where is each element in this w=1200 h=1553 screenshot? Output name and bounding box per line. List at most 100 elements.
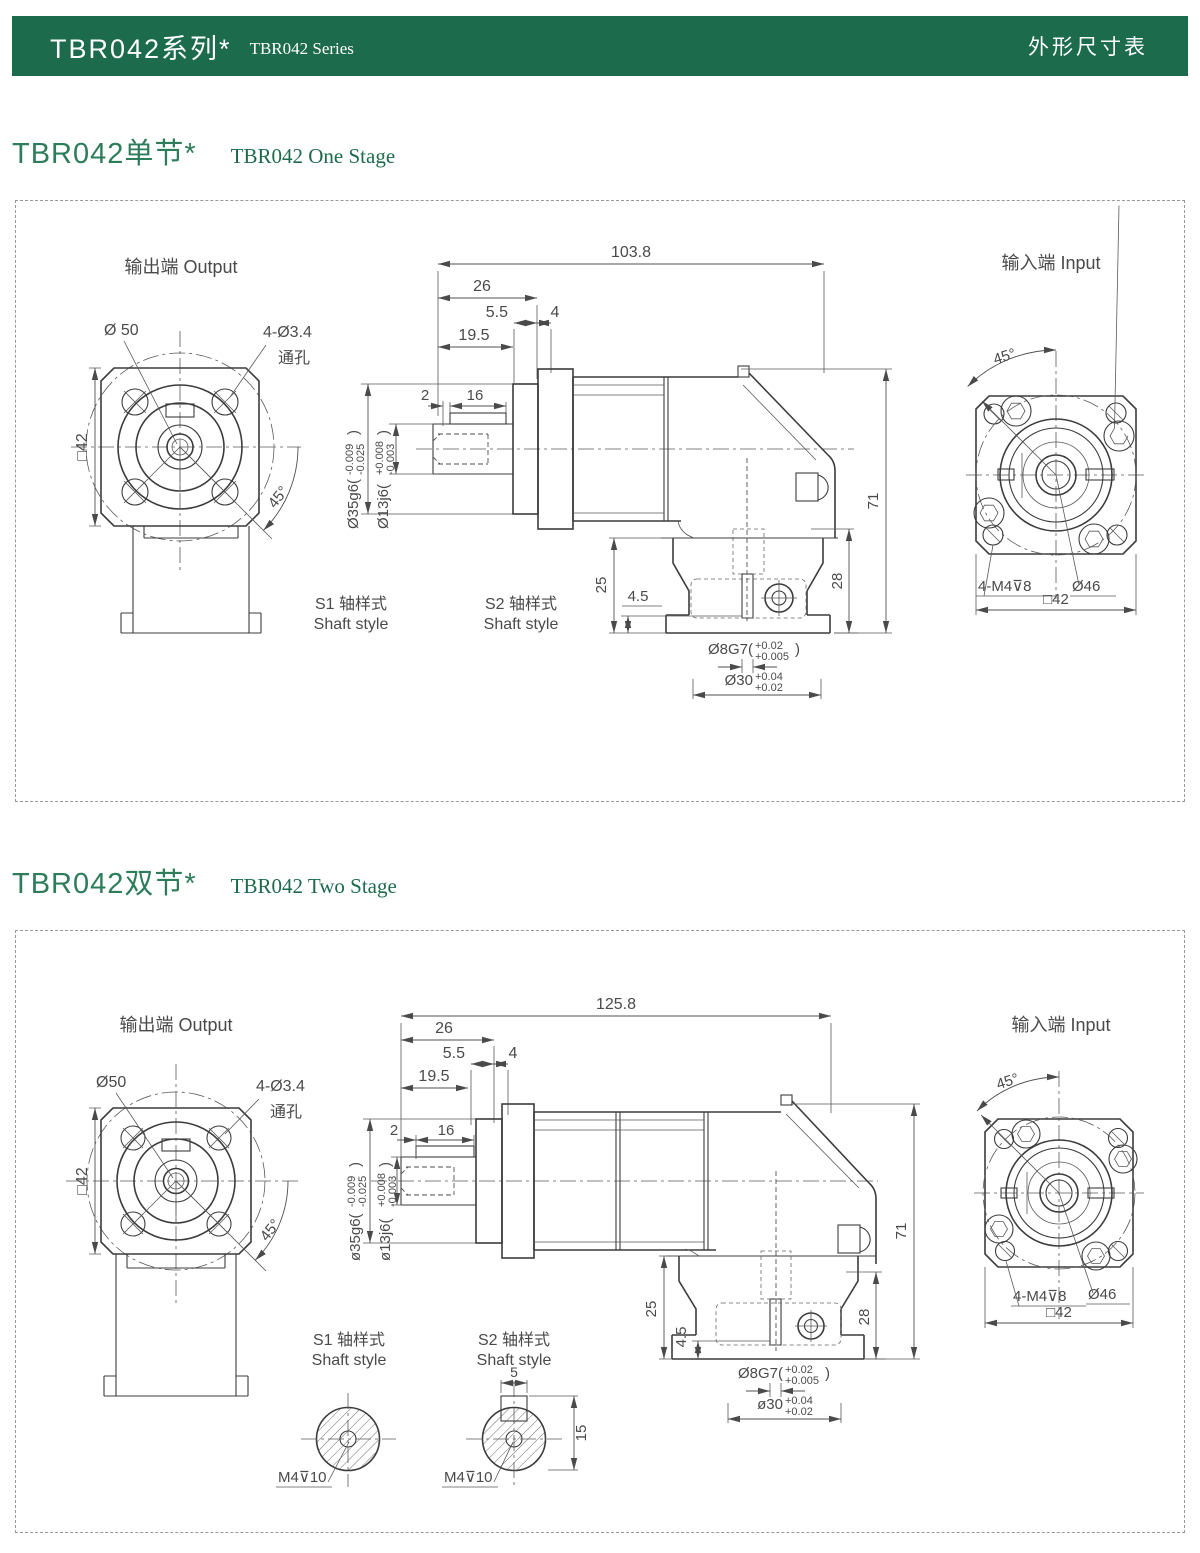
two-stage-drawing: 输出端 Output Ø50 4-Ø3.4 通孔 □42 <box>66 996 1144 1488</box>
header-dimension-table-label: 外形尺寸表 <box>1028 36 1148 59</box>
s2-shaft-style-en: Shaft style <box>484 616 559 633</box>
output-label: 输出端 Output <box>124 257 237 277</box>
dim-total-length: 125.8 <box>596 996 636 1013</box>
dim-16: 16 <box>438 1122 455 1139</box>
svg-text:Ø30: Ø30 <box>725 672 753 689</box>
dim-71: 71 <box>893 1223 910 1240</box>
output-label: 输出端 Output <box>119 1015 232 1035</box>
one-stage-panel: 输出端 Output Ø 50 4-Ø3.4 通孔 □42 <box>15 200 1185 802</box>
dim-input-dia46: Ø46 <box>1088 1286 1116 1303</box>
dim-bore-dia8-tol: Ø8G7( +0.02 +0.005 ) <box>708 640 800 663</box>
s2-shaft-style-en: Shaft style <box>477 1352 552 1369</box>
s2-shaft-style-zh: S2 轴样式 <box>478 1331 550 1349</box>
two-side-view: 125.8 26 5.5 4 19.5 2 16 ø35g6( <box>346 996 920 1423</box>
dim-output-holes-thru: 通孔 <box>278 349 310 367</box>
s2-tap-label: M4⊽10 <box>444 1469 493 1486</box>
svg-text:-0.009: -0.009 <box>344 444 356 475</box>
dim-output-angle45: 45° <box>257 1216 284 1244</box>
svg-text:+0.005: +0.005 <box>785 1375 819 1387</box>
dim-shaft-dia13-tol: Ø13j6( +0.008 -0.003 ) <box>374 430 397 529</box>
dim-shaft-dia35-tol: Ø35g6( -0.009 -0.025 ) <box>344 430 367 529</box>
svg-text:): ) <box>375 430 392 435</box>
svg-text:Ø35g6(: Ø35g6( <box>345 479 362 529</box>
series-title-zh: TBR042系列* <box>50 33 232 64</box>
dim-2: 2 <box>390 1122 398 1139</box>
header-bar: TBR042系列* TBR042 Series 外形尺寸表 <box>12 16 1188 76</box>
two-stage-panel: 输出端 Output Ø50 4-Ø3.4 通孔 □42 <box>15 930 1185 1533</box>
one-input-front-view: 输入端 Input 4 <box>966 205 1146 615</box>
svg-text:ø13j6(: ø13j6( <box>377 1218 394 1261</box>
svg-text:+0.02: +0.02 <box>785 1406 813 1418</box>
svg-text:+0.008: +0.008 <box>376 1173 388 1207</box>
dim-input-dia46: Ø46 <box>1072 578 1100 595</box>
dim-output-holes: 4-Ø3.4 <box>256 1078 305 1095</box>
series-title-en: TBR042 Series <box>249 39 354 58</box>
dim-output-square42: □42 <box>74 433 91 461</box>
dim-input-screws: 4-M4⊽8 <box>1013 1288 1067 1305</box>
two-stage-heading-en: TBR042 Two Stage <box>230 874 397 898</box>
svg-text:+0.04: +0.04 <box>785 1395 813 1407</box>
svg-text:): ) <box>795 641 800 658</box>
dim-output-angle45: 45° <box>265 483 292 511</box>
dim-key-width: 5 <box>510 1364 518 1380</box>
svg-text:Ø8G7(: Ø8G7( <box>708 641 753 658</box>
dim-output-square42: □42 <box>74 1167 91 1195</box>
svg-text:ø35g6(: ø35g6( <box>347 1213 364 1261</box>
dim-4-5: 4.5 <box>673 1327 690 1348</box>
two-stage-heading: TBR042双节* TBR042 Two Stage <box>12 860 397 906</box>
one-stage-drawing: 输出端 Output Ø 50 4-Ø3.4 通孔 □42 <box>71 205 1146 699</box>
dim-28: 28 <box>856 1309 873 1326</box>
dim-26: 26 <box>435 1020 453 1037</box>
svg-text:ø30: ø30 <box>757 1396 783 1413</box>
svg-text:+0.02: +0.02 <box>755 682 783 694</box>
flange-bolt-holes <box>121 388 239 506</box>
one-stage-heading: TBR042单节* TBR042 One Stage <box>12 130 395 176</box>
dim-output-holes-thru: 通孔 <box>270 1103 302 1121</box>
dim-26: 26 <box>473 278 491 295</box>
dim-5-5: 5.5 <box>443 1045 465 1062</box>
svg-text:): ) <box>345 430 362 435</box>
dim-output-holes: 4-Ø3.4 <box>263 324 312 341</box>
svg-text:+0.008: +0.008 <box>374 441 386 475</box>
flange-bolt-holes <box>120 1125 232 1237</box>
svg-text:): ) <box>377 1162 394 1167</box>
dim-25: 25 <box>593 577 610 594</box>
s1-shaft-style-zh: S1 轴样式 <box>315 595 387 613</box>
s1-tap-label: M4⊽10 <box>278 1469 327 1486</box>
shaft-detail-s2: S2 轴样式 Shaft style 5 15 M4⊽10 <box>442 1331 590 1488</box>
dim-19-5: 19.5 <box>458 327 489 344</box>
dim-25: 25 <box>643 1301 660 1318</box>
dim-bore-dia8-tol: Ø8G7( +0.02 +0.005 ) <box>738 1364 830 1387</box>
dim-base-dia30-tol: ø30 +0.04 +0.02 <box>757 1395 813 1418</box>
dim-input-screws: 4-M4⊽8 <box>978 578 1032 595</box>
two-output-front-view: 输出端 Output Ø50 4-Ø3.4 通孔 □42 <box>66 1015 305 1397</box>
input-label: 输入端 Input <box>1001 253 1100 273</box>
s1-shaft-style-en: Shaft style <box>314 616 389 633</box>
dim-base-dia30-tol: Ø30 +0.04 +0.02 <box>725 671 783 694</box>
s2-shaft-style-zh: S2 轴样式 <box>485 595 557 613</box>
dim-2: 2 <box>421 387 429 404</box>
dim-input-square42: □42 <box>1046 1304 1072 1321</box>
svg-text:+0.02: +0.02 <box>755 640 783 652</box>
dim-4: 4 <box>509 1045 518 1062</box>
dim-71: 71 <box>865 493 882 510</box>
s1-shaft-style-en: Shaft style <box>312 1352 387 1369</box>
shaft-detail-s1: S1 轴样式 Shaft style M4⊽10 <box>276 1331 396 1488</box>
svg-text:-0.025: -0.025 <box>357 1176 369 1207</box>
svg-text:): ) <box>347 1162 364 1167</box>
dim-19-5: 19.5 <box>418 1068 449 1085</box>
svg-text:-0.009: -0.009 <box>346 1176 358 1207</box>
dim-4-5: 4.5 <box>628 588 649 605</box>
one-stage-heading-zh: TBR042单节* <box>12 138 197 170</box>
input-socket-screws <box>973 205 1135 555</box>
two-stage-heading-zh: TBR042双节* <box>12 868 197 900</box>
dim-key-height: 15 <box>573 1425 590 1442</box>
two-input-front-view: 输入端 Input 4 <box>974 1015 1144 1328</box>
svg-text:+0.04: +0.04 <box>755 671 783 683</box>
dim-shaft-dia35-tol: ø35g6( -0.009 -0.025 ) <box>346 1162 369 1261</box>
dim-output-dia50: Ø 50 <box>104 322 139 339</box>
one-stage-heading-en: TBR042 One Stage <box>230 144 396 168</box>
one-output-front-view: 输出端 Output Ø 50 4-Ø3.4 通孔 □42 <box>71 257 312 634</box>
svg-text:-0.003: -0.003 <box>385 444 397 475</box>
